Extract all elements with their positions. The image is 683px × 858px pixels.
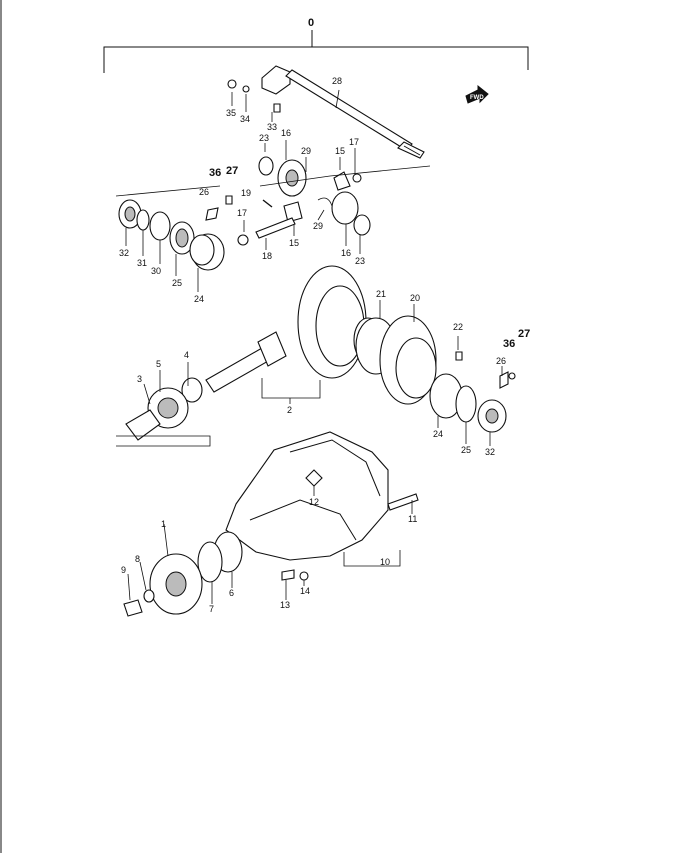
lock-pin bbox=[262, 199, 273, 208]
carrier-housing bbox=[225, 431, 389, 561]
callout-36b: 36 bbox=[503, 338, 515, 350]
callout-9: 9 bbox=[121, 565, 126, 575]
flange-nut bbox=[123, 599, 143, 617]
pinion-washer bbox=[352, 173, 362, 183]
callout-24a: 24 bbox=[194, 294, 204, 304]
lock-plate bbox=[205, 207, 219, 221]
callout-25b: 25 bbox=[461, 445, 471, 455]
callout-1: 1 bbox=[161, 519, 166, 529]
thrust-washer bbox=[353, 214, 371, 236]
callout-15b: 15 bbox=[289, 238, 299, 248]
callout-29a: 29 bbox=[301, 146, 311, 156]
differential-case bbox=[355, 315, 437, 405]
callout-27b: 27 bbox=[518, 328, 530, 340]
fwd-label: FWD bbox=[470, 95, 484, 101]
callout-35: 35 bbox=[226, 108, 236, 118]
callout-22: 22 bbox=[453, 322, 463, 332]
callout-3: 3 bbox=[137, 374, 142, 384]
callout-21: 21 bbox=[376, 289, 386, 299]
callout-5: 5 bbox=[156, 359, 161, 369]
callout-27a: 27 bbox=[226, 165, 238, 177]
bolt bbox=[273, 103, 281, 113]
callout-13: 13 bbox=[280, 600, 290, 610]
callout-34: 34 bbox=[240, 114, 250, 124]
assembly-label: 0 bbox=[308, 17, 314, 29]
snap-ring bbox=[317, 197, 333, 207]
drive-pinion bbox=[205, 331, 287, 393]
callout-16b: 16 bbox=[341, 248, 351, 258]
stud bbox=[387, 493, 419, 511]
bearing-race bbox=[455, 385, 477, 423]
side-gear bbox=[331, 191, 359, 225]
fwd-arrow-icon: FWD bbox=[465, 84, 489, 104]
callout-23b: 23 bbox=[355, 256, 365, 266]
callout-18: 18 bbox=[262, 251, 272, 261]
left-bearing-stack bbox=[118, 199, 225, 271]
washer bbox=[242, 85, 250, 93]
stud bbox=[305, 469, 323, 487]
callout-15a: 15 bbox=[335, 146, 345, 156]
callout-28: 28 bbox=[332, 76, 342, 86]
nut bbox=[227, 79, 237, 89]
companion-flange bbox=[149, 553, 203, 615]
callout-19: 19 bbox=[241, 188, 251, 198]
thrust-washer bbox=[258, 156, 274, 176]
callout-32b: 32 bbox=[485, 447, 495, 457]
callout-8: 8 bbox=[135, 554, 140, 564]
thrust-washer bbox=[237, 234, 249, 246]
assembly-bracket bbox=[103, 30, 529, 73]
callout-33: 33 bbox=[267, 122, 277, 132]
pinion-shaft bbox=[255, 217, 296, 239]
callout-24b: 24 bbox=[433, 429, 443, 439]
bolt bbox=[455, 351, 463, 361]
pinion-shaft-end bbox=[125, 409, 161, 441]
callout-31: 31 bbox=[137, 258, 147, 268]
callout-36a: 36 bbox=[209, 167, 221, 179]
callout-26a: 26 bbox=[199, 187, 209, 197]
callout-14: 14 bbox=[300, 586, 310, 596]
axle-shaft bbox=[261, 65, 425, 159]
callout-32a: 32 bbox=[119, 248, 129, 258]
callout-4: 4 bbox=[184, 350, 189, 360]
bolt bbox=[281, 569, 295, 581]
bolt bbox=[225, 195, 233, 205]
callout-numbers: 28 35 34 33 23 16 29 17 15 36 27 26 19 3… bbox=[119, 76, 530, 614]
callout-17a: 17 bbox=[349, 137, 359, 147]
callout-6: 6 bbox=[229, 588, 234, 598]
callout-26b: 26 bbox=[496, 356, 506, 366]
callout-12: 12 bbox=[309, 497, 319, 507]
callout-25a: 25 bbox=[172, 278, 182, 288]
leader-lines bbox=[125, 89, 503, 604]
washer bbox=[299, 571, 309, 581]
lock-plate bbox=[499, 371, 509, 389]
callout-2: 2 bbox=[287, 405, 292, 415]
callout-20: 20 bbox=[410, 293, 420, 303]
bolt-head bbox=[508, 372, 516, 380]
callout-7: 7 bbox=[209, 604, 214, 614]
spacer bbox=[181, 377, 203, 403]
callout-17b: 17 bbox=[237, 208, 247, 218]
pinion-gear bbox=[283, 201, 303, 223]
washer bbox=[143, 589, 155, 603]
callout-30: 30 bbox=[151, 266, 161, 276]
oil-seal bbox=[197, 541, 223, 583]
callout-16a: 16 bbox=[281, 128, 291, 138]
callout-10: 10 bbox=[380, 557, 390, 567]
callout-11: 11 bbox=[408, 514, 417, 524]
callout-29b: 29 bbox=[313, 221, 323, 231]
pinion-gear bbox=[333, 171, 351, 191]
callout-23a: 23 bbox=[259, 133, 269, 143]
